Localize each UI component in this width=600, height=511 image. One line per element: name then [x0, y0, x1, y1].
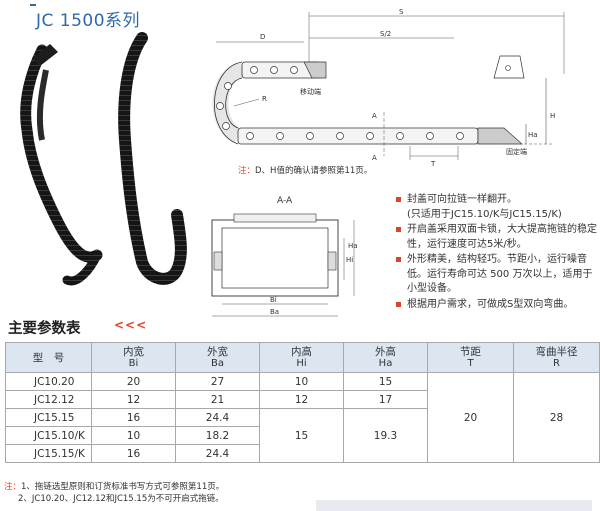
- fixed-end-label: 固定端: [506, 147, 527, 156]
- section-mark-a-top: A: [372, 112, 377, 120]
- feature-item: 根据用户需求，可做成S型双向弯曲。: [396, 298, 598, 313]
- title-decoration: [30, 0, 36, 6]
- params-heading: 主要参数表: [8, 321, 81, 337]
- footnote-2: 2、JC10.20、JC12.12和JC15.15为不可开启式拖链。: [18, 494, 224, 504]
- dim-hi-label: Hi: [346, 256, 353, 264]
- table-row: JC15.15 16 24.4 15 19.3: [5, 408, 600, 463]
- merged-ha: 19.3: [343, 408, 428, 463]
- dim-s2-label: S/2: [380, 30, 391, 38]
- footnote-mark: 注：: [4, 482, 22, 492]
- cross-section-drawing: Hi Ha Bi Ba: [211, 213, 358, 317]
- decorative-bar: [316, 500, 592, 511]
- dim-d-label: D: [260, 33, 265, 41]
- feature-item: 外形精美，结构轻巧。节距小，运行噪音低。运行寿命可达 500 万次以上，适用于小…: [396, 253, 598, 297]
- section-mark-a-bottom: A: [372, 154, 377, 162]
- product-photo: [20, 32, 187, 286]
- table-row: JC15.15/K 16 24.4: [5, 444, 600, 463]
- footnote-1: 1、拖链选型原则和订货标准书写方式可参照第11页。: [21, 482, 225, 492]
- feature-item: 封盖可向拉链一样翻开。(只适用于JC15.10/K与JC15.15/K): [396, 193, 598, 222]
- page-title: JC 1500系列: [36, 11, 141, 31]
- dim-ha-label: Ha: [528, 131, 538, 139]
- dim-ba-label: Ba: [270, 308, 279, 316]
- side-view-drawing: S S/2 D 移动端 R 固定端 A A T H Ha: [212, 8, 565, 168]
- merged-t: 20: [427, 372, 514, 463]
- header-model: 型 号: [5, 342, 92, 373]
- feature-item: 开启盖采用双面卡锁，大大提高拖链的稳定性，运行速度可达5米/秒。: [396, 223, 598, 252]
- footnotes: 注：1、拖链选型原则和订货标准书写方式可参照第11页。 2、JC10.20、JC…: [4, 481, 224, 505]
- note-text: D、H值的确认请参照第11页。: [255, 166, 373, 176]
- feature-list: 封盖可向拉链一样翻开。(只适用于JC15.10/K与JC15.15/K) 开启盖…: [396, 193, 598, 313]
- note-mark: 注：: [238, 166, 256, 176]
- dim-t-label: T: [430, 160, 436, 168]
- section-title: A-A: [277, 196, 293, 206]
- merged-hi: 15: [259, 408, 344, 463]
- table-row: JC12.12 12 21 12 17: [5, 390, 600, 409]
- dim-s-label: S: [399, 8, 404, 16]
- drawing-note: 注：D、H值的确认请参照第11页。: [238, 164, 372, 176]
- dim-r-label: R: [262, 95, 267, 103]
- dim-ha2-label: Ha: [348, 242, 358, 250]
- dim-h-label: H: [550, 112, 555, 120]
- moving-end-label: 移动端: [300, 87, 321, 96]
- merged-r: 28: [513, 372, 600, 463]
- table-row: JC10.20 20 27 10 15 20 28: [5, 372, 600, 463]
- dim-bi-label: Bi: [270, 296, 277, 304]
- params-arrows: <<<: [114, 318, 148, 332]
- table-row: JC15.10/K 10 18.2: [5, 426, 600, 445]
